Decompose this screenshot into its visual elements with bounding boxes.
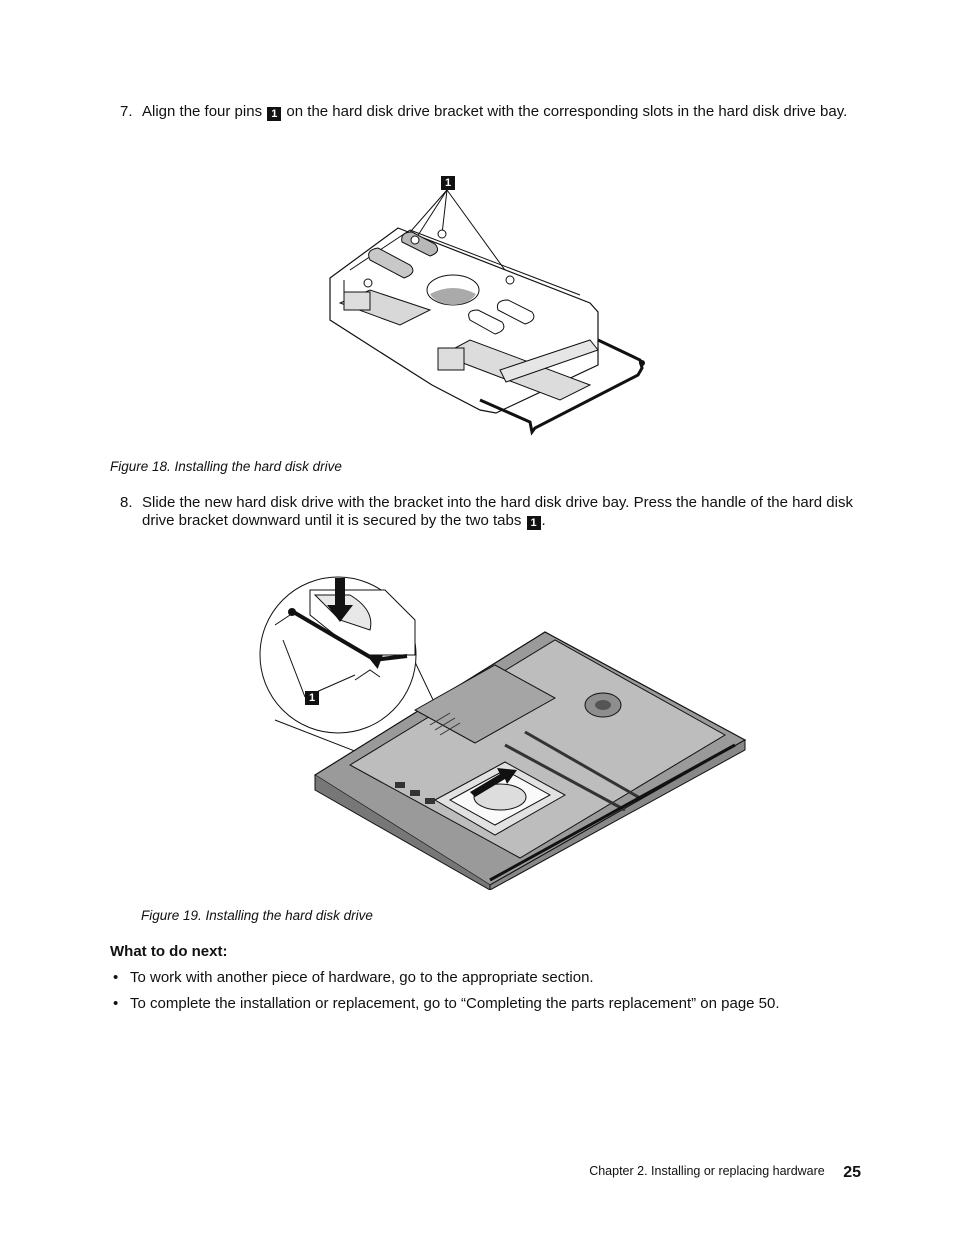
- list-item-text: To complete the installation or replacem…: [130, 995, 780, 1012]
- step-text-part: .: [541, 512, 546, 529]
- figure-18-caption: Figure 18. Installing the hard disk driv…: [110, 459, 342, 474]
- step-text: Slide the new hard disk drive with the b…: [142, 494, 860, 530]
- section-heading: What to do next:: [110, 943, 228, 960]
- step-number: 7.: [120, 103, 133, 120]
- callout-badge: 1: [441, 176, 455, 190]
- page-footer: Chapter 2. Installing or replacing hardw…: [589, 1164, 861, 1182]
- step-number: 8.: [120, 494, 133, 511]
- callout-badge: 1: [526, 516, 541, 530]
- page-number: 25: [843, 1164, 861, 1181]
- figure-19-illustration: 1: [255, 560, 755, 890]
- bullet-dot: •: [113, 995, 119, 1012]
- callout-badge: 1: [267, 107, 282, 121]
- step-text-part: Align the four pins: [142, 103, 263, 120]
- step-text-part: Slide the new hard disk drive with the b…: [142, 494, 853, 529]
- chapter-title: Chapter 2. Installing or replacing hardw…: [589, 1164, 825, 1178]
- figure-19-caption: Figure 19. Installing the hard disk driv…: [141, 908, 373, 923]
- step-text: Align the four pins 1 on the hard disk d…: [142, 103, 860, 121]
- bullet-dot: •: [113, 969, 119, 986]
- step-text-part: on the hard disk drive bracket with the …: [286, 103, 848, 120]
- callout-badge: 1: [305, 691, 319, 705]
- figure-18-illustration: 1: [320, 170, 660, 440]
- list-item-text: To work with another piece of hardware, …: [130, 969, 594, 986]
